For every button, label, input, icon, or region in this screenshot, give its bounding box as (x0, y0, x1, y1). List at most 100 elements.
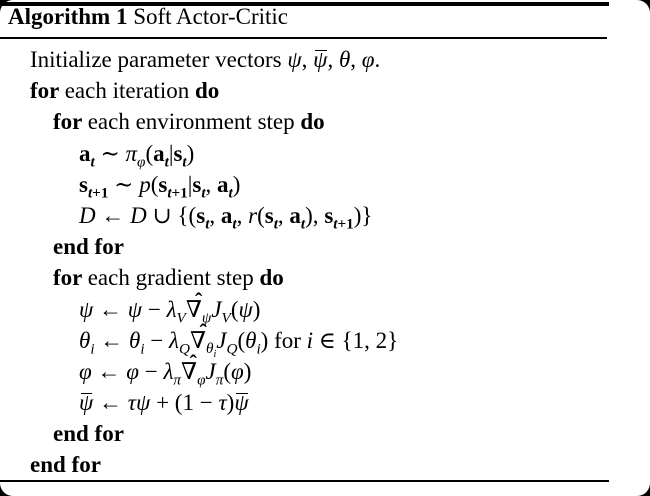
text-segment: r (248, 202, 258, 228)
subscript: t+1 (167, 184, 187, 201)
text-segment: ψ (79, 296, 94, 322)
text-segment: i (90, 340, 95, 358)
text-segment: at (79, 140, 95, 171)
text-segment: t (273, 215, 278, 233)
subscript: Q (227, 340, 238, 357)
top-rule (0, 2, 609, 6)
text-segment: do (300, 109, 325, 135)
subscript: i (90, 340, 94, 357)
text-segment: πφ (125, 140, 146, 171)
text-segment: t (90, 153, 95, 171)
text-segment: , (209, 202, 221, 228)
text-segment: ), (305, 202, 325, 228)
text-segment: t (205, 215, 210, 233)
algorithm-title: Soft Actor-Critic (133, 4, 288, 29)
bottom-rule (0, 480, 609, 482)
text-segment: t (201, 184, 206, 202)
text-segment: ( (257, 202, 265, 228)
text-segment: − (144, 327, 170, 353)
text-segment: ← (91, 358, 127, 384)
text-segment: each gradient step (87, 265, 260, 291)
text-segment: ψ (238, 296, 253, 322)
text-segment: ψ (127, 296, 143, 322)
text-segment: end for (53, 421, 124, 447)
text-segment: φ (231, 358, 244, 384)
subscript: V (222, 309, 231, 326)
text-segment: θ (338, 47, 351, 72)
text-segment: at (220, 202, 237, 233)
subscript: i (214, 349, 217, 360)
text-segment: ( (223, 358, 231, 384)
text-segment: | (168, 140, 174, 166)
text-segment: for (30, 78, 65, 104)
text-segment: t (228, 184, 233, 202)
text-segment: , (277, 202, 290, 228)
text-segment: | (187, 171, 193, 197)
text-segment: i (306, 327, 314, 353)
text-segment: π (215, 371, 224, 389)
text-segment: t (167, 184, 172, 202)
text-segment: i (140, 340, 145, 358)
text-segment: θi (79, 327, 95, 358)
text-segment: st+1 (158, 171, 188, 202)
text-segment: ) (186, 140, 195, 166)
text-segment: t (182, 153, 187, 171)
subscript: t (91, 153, 95, 170)
text-segment: θi (206, 340, 217, 361)
hat-accent: ˆ (199, 320, 207, 345)
text-segment: st (173, 140, 187, 171)
text-segment: ( (230, 296, 239, 322)
algorithm-line-12: ψ ← τψ + (1 − τ)ψ (0, 387, 650, 418)
subscript: t (274, 216, 278, 233)
subscript: i (256, 340, 260, 357)
text-segment: φ (197, 371, 206, 389)
text-segment: D (130, 202, 147, 228)
text-segment: ψ (136, 390, 151, 416)
text-segment: +1 (92, 184, 109, 202)
text-segment: ) for (260, 327, 307, 353)
text-segment: D (79, 202, 96, 228)
text-segment: π (173, 371, 182, 389)
text-segment: end for (30, 452, 101, 478)
text-segment: V (221, 309, 231, 327)
text-segment: st (192, 171, 206, 202)
text-segment: ψ (234, 390, 249, 416)
text-segment: i (213, 349, 217, 361)
subscript: t (301, 216, 305, 233)
text-segment: at (153, 140, 169, 171)
text-segment: Q (179, 340, 190, 358)
text-segment: φ (126, 358, 139, 384)
text-segment: ∈ {1, 2} (313, 327, 399, 353)
subscript: t (205, 216, 209, 233)
text-segment: +1 (171, 184, 188, 202)
text-segment: t (333, 215, 338, 233)
hat-accent: ˆ (189, 351, 197, 376)
text-segment: t (300, 215, 306, 233)
text-segment: V (176, 309, 186, 327)
text-segment: φ (361, 47, 375, 72)
text-segment: ψ (201, 309, 212, 327)
text-segment: ) (232, 171, 241, 197)
subscript: t+1 (88, 184, 108, 201)
subscript: ψ (202, 309, 211, 326)
text-segment: − (142, 296, 167, 322)
text-segment: t (232, 215, 237, 233)
text-segment: , (301, 47, 314, 72)
text-segment: , (350, 47, 362, 72)
text-segment: θi (129, 327, 145, 358)
algorithm-body: Initialize parameter vectors ψ, ψ, θ, φ.… (0, 44, 650, 481)
text-segment: st (264, 202, 278, 233)
subscript: φ (197, 371, 205, 388)
algorithm-header: Algorithm 1 Soft Actor-Critic (8, 4, 288, 30)
text-segment: st (196, 202, 210, 233)
text-segment: do (194, 78, 220, 104)
text-segment: , (236, 202, 249, 228)
subscript: t (182, 153, 186, 170)
